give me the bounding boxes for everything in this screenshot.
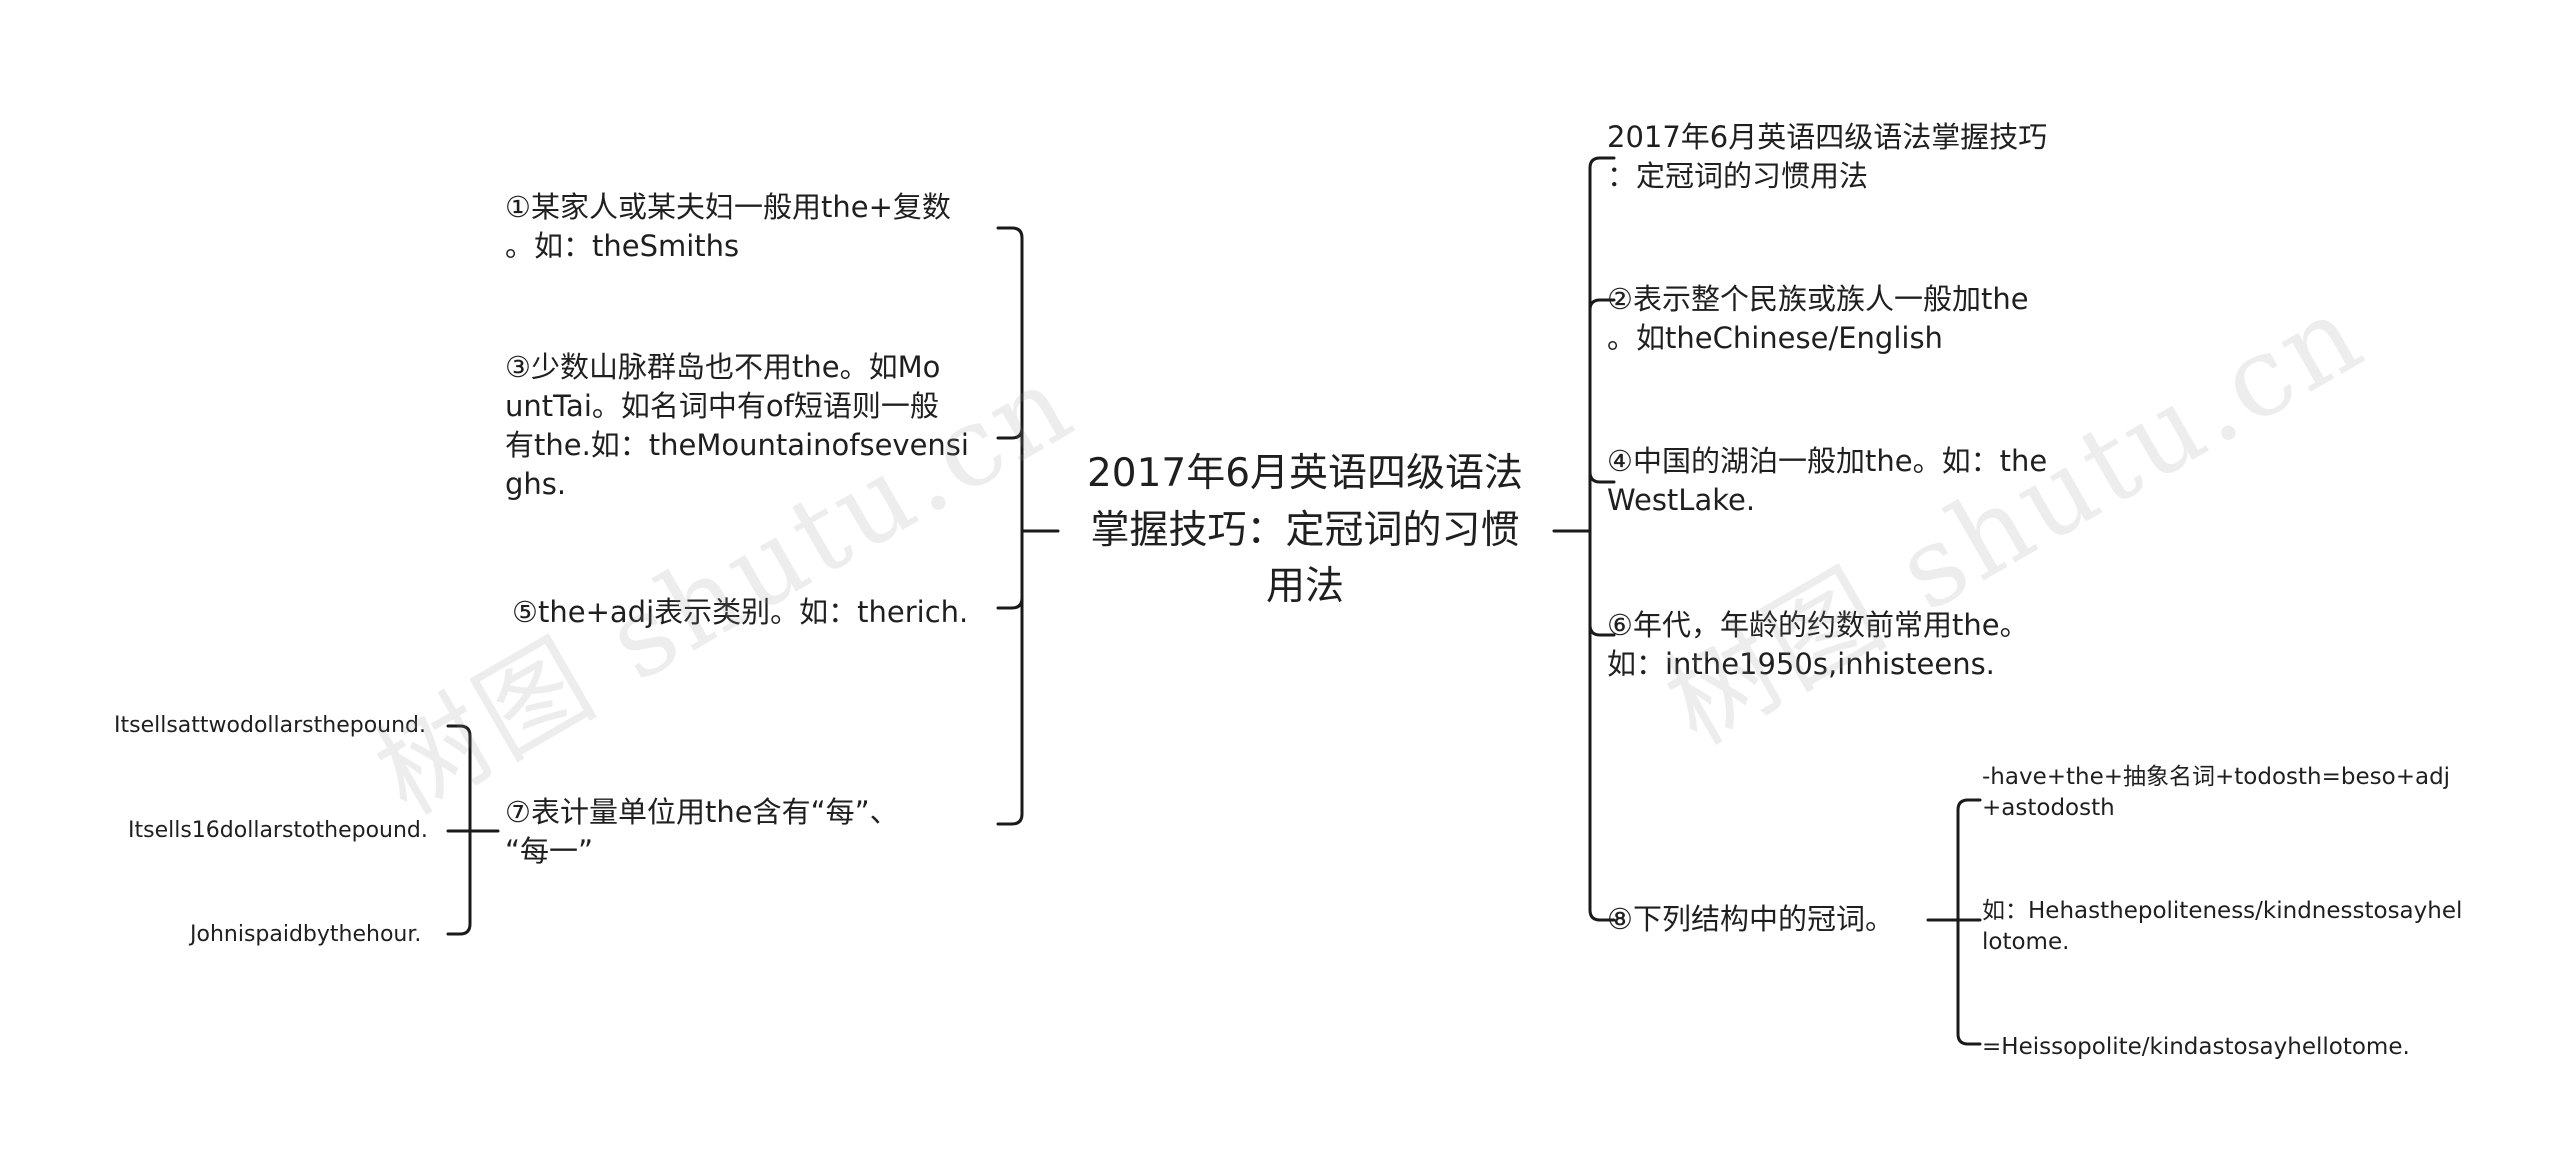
right-node-2[interactable]: ②表示整个民族或族人一般加the 。如theChinese/English xyxy=(1607,282,2029,355)
left-node-7[interactable]: ⑦表计量单位用the含有“每”、 “每一” xyxy=(505,795,899,868)
left-node-3[interactable]: ③少数山脉群岛也不用the。如Mo untTai。如名词中有of短语则一般 有t… xyxy=(505,350,969,501)
right-main-bracket xyxy=(1574,156,1616,922)
right-node-8-child-2[interactable]: 如：Hehasthepoliteness/kindnesstosayhel lo… xyxy=(1982,898,2463,955)
right-node-title[interactable]: 2017年6月英语四级语法掌握技巧 ：定冠词的习惯用法 xyxy=(1607,120,2048,193)
left-sub-bracket xyxy=(446,724,500,936)
right-node-8-child-1[interactable]: -have+the+抽象名词+todosth=beso+adj +astodos… xyxy=(1982,764,2451,821)
left-node-7-child-2[interactable]: Itsells16dollarstothepound. xyxy=(128,818,428,843)
left-node-1[interactable]: ①某家人或某夫妇一般用the+复数 。如：theSmiths xyxy=(505,190,951,263)
right-node-4[interactable]: ④中国的湖泊一般加the。如：the WestLake. xyxy=(1607,444,2048,517)
left-node-7-child-1[interactable]: Itsellsattwodollarsthepound. xyxy=(114,713,426,738)
right-sub-bracket xyxy=(1926,798,1982,1046)
left-node-5[interactable]: ⑤the+adj表示类别。如：therich. xyxy=(512,595,969,629)
left-node-7-child-3[interactable]: Johnispaidbythehour. xyxy=(190,922,422,947)
right-node-8[interactable]: ⑧下列结构中的冠词。 xyxy=(1607,902,1894,936)
right-node-6[interactable]: ⑥年代，年龄的约数前常用the。 如：inthe1950s,inhisteens… xyxy=(1607,608,2029,681)
right-node-8-child-3[interactable]: =Heissopolite/kindastosayhellotome. xyxy=(1982,1034,2410,1060)
center-topic[interactable]: 2017年6月英语四级语法 掌握技巧：定冠词的习惯 用法 xyxy=(1086,451,1524,610)
left-main-bracket xyxy=(996,226,1038,826)
